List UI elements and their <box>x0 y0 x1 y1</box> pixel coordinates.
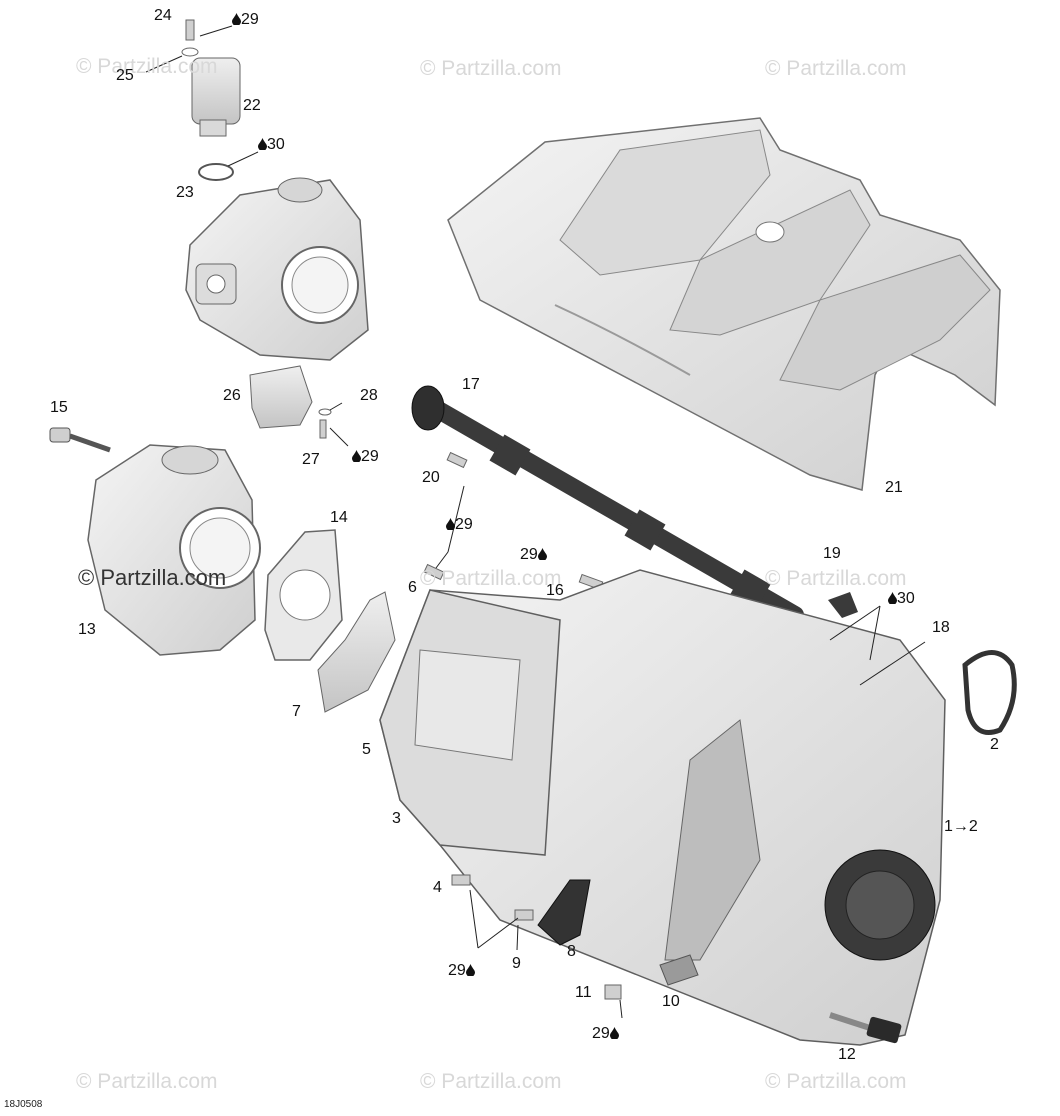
bracket-part-10 <box>659 954 699 986</box>
callout-2: 2 <box>990 736 999 753</box>
lubricant-ref: 29 <box>448 963 475 979</box>
oil-drop-icon <box>609 1027 619 1039</box>
lubricant-ref: 30 <box>888 591 915 607</box>
watermark: © Partzilla.com <box>420 1070 562 1093</box>
callout-6: 6 <box>408 579 417 596</box>
watermark: © Partzilla.com <box>765 57 907 80</box>
callout-27: 27 <box>302 451 320 468</box>
watermark: © Partzilla.com <box>420 567 562 590</box>
callout-12: 12 <box>838 1046 856 1063</box>
callout-11: 11 <box>575 984 592 1001</box>
diagram-code: 18J0508 <box>4 1099 43 1110</box>
watermark: © Partzilla.com <box>76 55 218 78</box>
callout-14: 14 <box>330 509 348 526</box>
clip-part-19 <box>828 592 858 618</box>
throttle-body-upper <box>185 177 369 361</box>
callout-3: 3 <box>392 810 401 827</box>
leader-lines <box>145 25 926 1019</box>
callout-18: 18 <box>932 619 950 636</box>
lubricant-ref: 29 <box>520 547 547 563</box>
callout-10: 10 <box>662 993 680 1010</box>
oil-drop-icon <box>352 450 361 462</box>
callout-4: 4 <box>433 879 442 896</box>
oil-drop-icon <box>537 548 547 560</box>
callout-23: 23 <box>176 184 194 201</box>
watermark: © Partzilla.com <box>420 57 562 80</box>
screw-part-4 <box>451 874 471 886</box>
callout-28: 28 <box>360 387 378 404</box>
callout-16: 16 <box>546 582 564 599</box>
sensor-part-8 <box>537 879 591 946</box>
washer-part-25 <box>181 47 199 57</box>
o-ring-part-23 <box>198 163 234 181</box>
lubricant-ref: 29 <box>592 1026 619 1042</box>
callout-20: 20 <box>422 469 440 486</box>
screw-part-11 <box>604 984 622 1000</box>
watermark: © Partzilla.com <box>765 567 907 590</box>
callout-24: 24 <box>154 7 172 24</box>
screw-part-9 <box>514 909 534 921</box>
callout-13: 13 <box>78 621 96 638</box>
callout-8: 8 <box>567 943 576 960</box>
screw-part-24 <box>185 19 195 41</box>
temperature-sensor-part-12 <box>829 1012 902 1044</box>
callout-25: 25 <box>116 67 134 84</box>
lubricant-ref: 29 <box>352 449 379 465</box>
intake-manifold-part-3 <box>379 569 946 1046</box>
callout-15: 15 <box>50 399 68 416</box>
callout-21: 21 <box>885 479 903 496</box>
sensor-module-part-26 <box>249 365 313 429</box>
oil-drop-icon <box>258 138 267 150</box>
callout-19: 19 <box>823 545 841 562</box>
callout-26: 26 <box>223 387 241 404</box>
gasket-part-14 <box>264 529 343 661</box>
engine-cover-part-21 <box>447 117 1001 491</box>
lubricant-ref: 29 <box>232 12 259 28</box>
oil-drop-icon <box>888 592 897 604</box>
watermark: © Partzilla.com <box>76 1070 218 1093</box>
oil-drop-icon <box>232 13 241 25</box>
screw-part-20 <box>446 451 468 469</box>
callout-5: 5 <box>362 741 371 758</box>
washer-part-28 <box>318 408 332 416</box>
screw-part-6 <box>423 563 445 581</box>
lubricant-ref: 30 <box>258 137 285 153</box>
oil-drop-icon <box>446 518 455 530</box>
sensor-part-22 <box>191 57 241 137</box>
throttle-body-part-13 <box>87 444 261 656</box>
screw-part-27 <box>319 419 327 439</box>
callout-arrow-ref: 1→2 <box>944 818 978 835</box>
callout-22: 22 <box>243 97 261 114</box>
watermark: © Partzilla.com <box>78 565 227 590</box>
bracket-part-7 <box>317 591 396 713</box>
watermark: © Partzilla.com <box>765 1070 907 1093</box>
callout-9: 9 <box>512 955 521 972</box>
bolt-part-15 <box>49 427 111 453</box>
seal-ring-part-2 <box>962 650 1017 735</box>
callout-7: 7 <box>292 703 301 720</box>
fuel-rail-part-17 <box>411 385 804 624</box>
callout-17: 17 <box>462 376 480 393</box>
lubricant-ref: 29 <box>446 517 473 533</box>
oil-drop-icon <box>465 964 475 976</box>
